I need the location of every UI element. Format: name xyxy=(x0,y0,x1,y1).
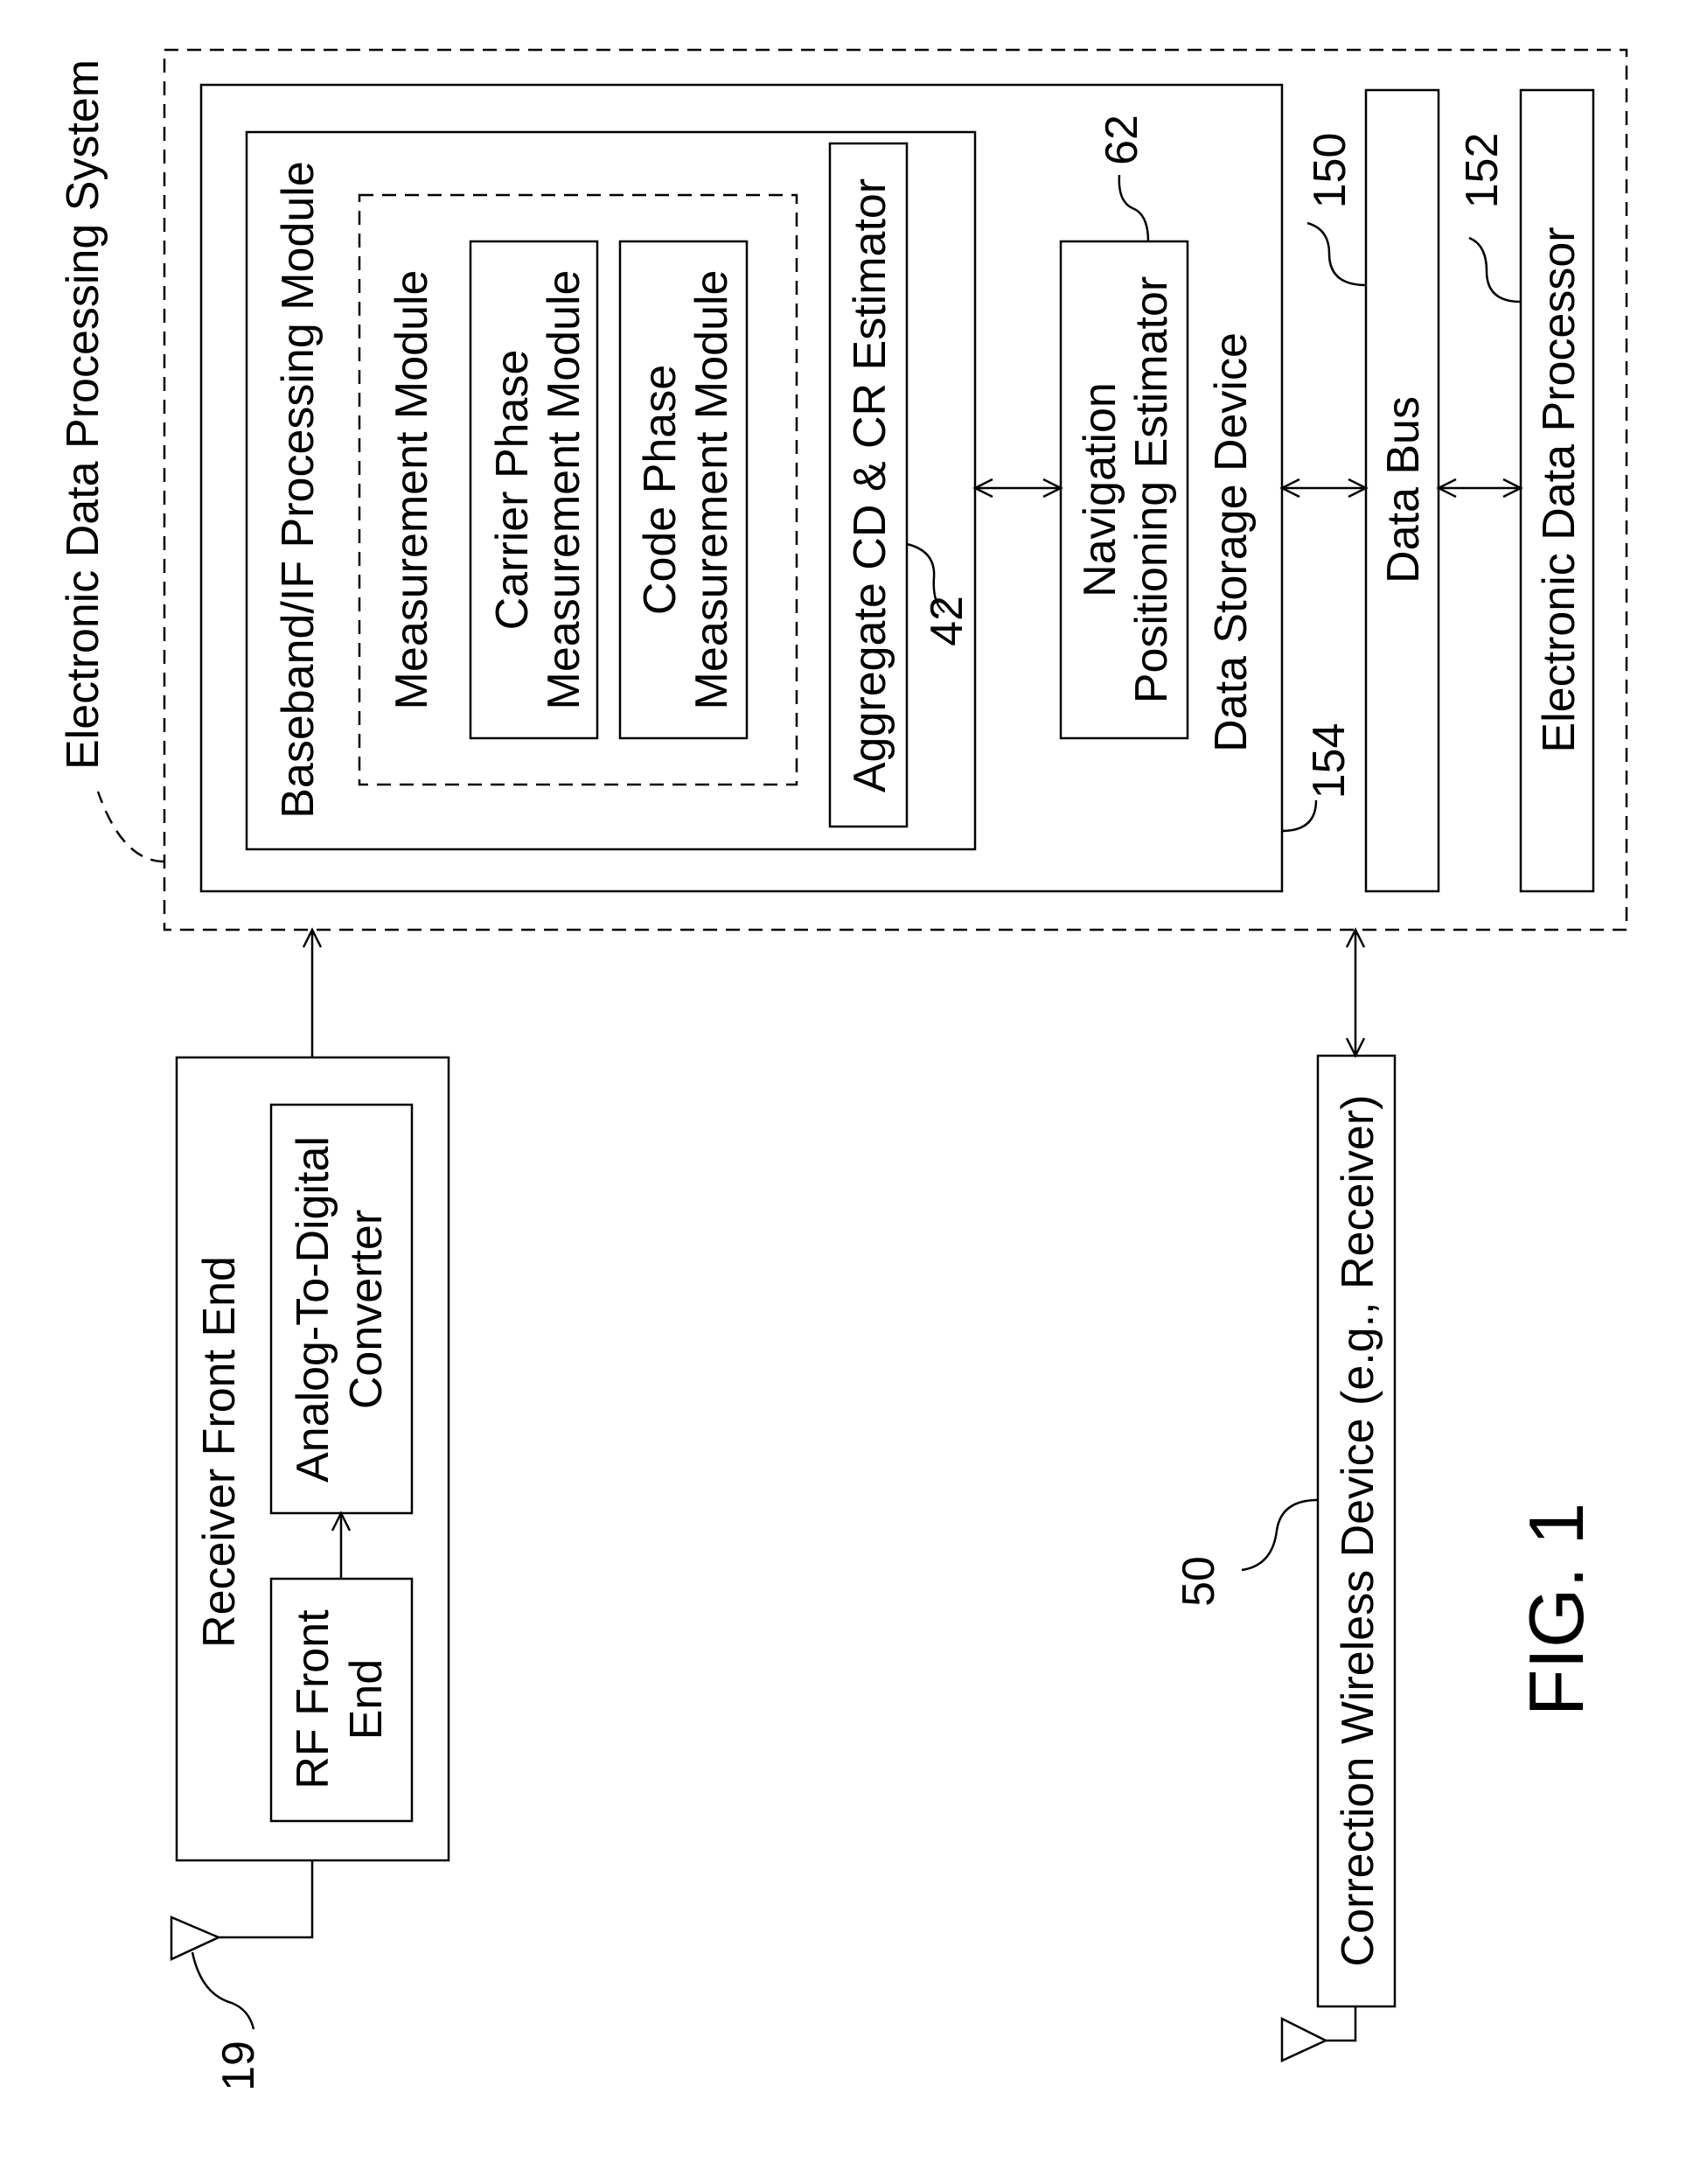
correction-antenna-icon xyxy=(1282,2006,1355,2061)
data-storage-device-label: Data Storage Device xyxy=(1206,332,1257,752)
ref-150-leader xyxy=(1307,223,1366,285)
adc-label-line1: Analog-To-Digital xyxy=(288,1136,338,1483)
electronic-data-processing-system-label: Electronic Data Processing System xyxy=(58,59,108,770)
arrow-aggregate-navigation xyxy=(975,479,1061,497)
ref-19-leader xyxy=(192,1952,254,2029)
ref-152: 152 xyxy=(1457,133,1508,209)
ref-19: 19 xyxy=(213,2041,264,2091)
arrow-correction-system xyxy=(1347,930,1364,1056)
figure-label: FIG. 1 xyxy=(1513,1503,1599,1717)
adc-label-line2: Converter xyxy=(341,1210,392,1409)
ref-50-leader xyxy=(1242,1500,1318,1570)
measurement-module-label: Measurement Module xyxy=(387,270,437,710)
antenna-icon xyxy=(171,1860,312,1959)
navigation-estimator-label-line1: Navigation xyxy=(1075,382,1125,597)
correction-wireless-device-label: Correction Wireless Device (e.g., Receiv… xyxy=(1333,1095,1383,1967)
ref-150: 150 xyxy=(1305,133,1355,209)
carrier-phase-label-line1: Carrier Phase xyxy=(487,350,538,631)
ref-154: 154 xyxy=(1304,723,1355,799)
code-phase-label-line2: Measurement Module xyxy=(686,270,737,710)
rf-front-end-label-line2: End xyxy=(341,1659,392,1741)
arrow-rf-to-adc xyxy=(332,1513,350,1579)
aggregate-estimator-label: Aggregate CD & CR Estimator xyxy=(845,178,895,792)
ref-42: 42 xyxy=(922,596,972,646)
electronic-data-processor-label: Electronic Data Processor xyxy=(1534,227,1585,752)
ref-154-leader xyxy=(1282,800,1316,831)
ref-50: 50 xyxy=(1174,1556,1224,1607)
navigation-estimator-label-line2: Positioning Estimator xyxy=(1126,276,1177,703)
system-leader-line xyxy=(98,792,164,862)
arrow-receiver-to-system xyxy=(303,930,321,1057)
arrow-storage-databus xyxy=(1282,479,1366,497)
rf-front-end-label-line1: RF Front xyxy=(288,1609,338,1790)
ref-62-leader xyxy=(1119,175,1148,241)
arrow-databus-processor xyxy=(1439,479,1521,497)
data-bus-label: Data Bus xyxy=(1378,396,1429,583)
receiver-front-end-label: Receiver Front End xyxy=(194,1256,245,1648)
code-phase-label-line1: Code Phase xyxy=(635,365,686,615)
ref-152-leader xyxy=(1469,238,1521,302)
baseband-module-label: Baseband/IF Processing Module xyxy=(273,161,324,819)
ref-62: 62 xyxy=(1097,115,1147,165)
carrier-phase-label-line2: Measurement Module xyxy=(539,270,589,710)
